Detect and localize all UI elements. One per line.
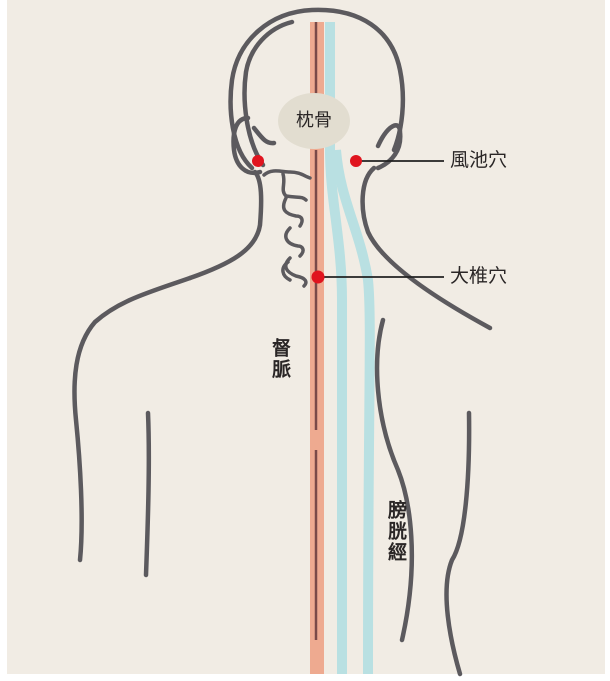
fengchi-point-left [252,155,264,167]
occipital-bone-label: 枕骨 [296,110,332,131]
bladder-meridian-lines [325,22,375,675]
cervical-spine [262,169,312,288]
leader-lines [318,160,444,278]
fengchi-label: 風池穴 [450,149,508,171]
bladder-meridian-label: 膀胱經 [385,500,407,563]
dazhui-point [311,270,325,284]
fengchi-point-right [350,155,362,167]
governing-vessel-label: 督脈 [269,338,291,380]
occipital-bone-bubble [278,93,350,149]
dazhui-label: 大椎穴 [450,265,508,287]
